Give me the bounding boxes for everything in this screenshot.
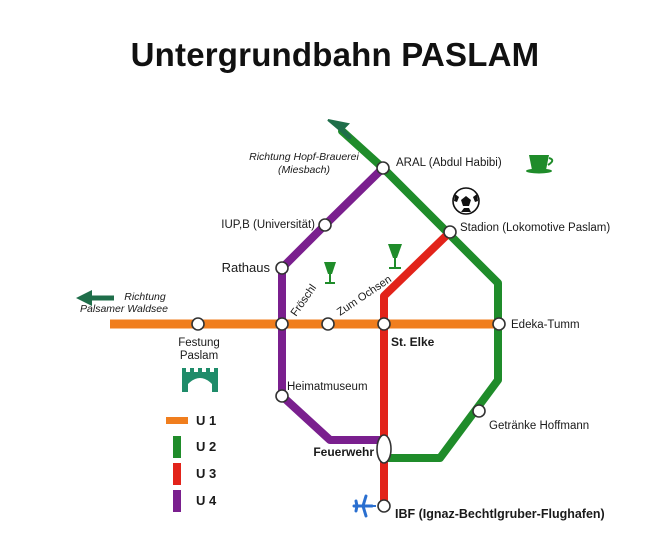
legend-label-u1: U 1 bbox=[196, 413, 216, 428]
legend-label-u4: U 4 bbox=[196, 493, 217, 508]
legend-swatch-u4 bbox=[173, 490, 181, 512]
station-label-iup: IUP,B (Universität) bbox=[221, 219, 315, 231]
station-rathaus[interactable] bbox=[275, 261, 289, 275]
legend-swatch-u2 bbox=[173, 436, 181, 458]
station-label-heimatmuseum: Heimatmuseum bbox=[287, 381, 368, 393]
direction-label-hopf: Richtung Hopf-Brauerei bbox=[249, 151, 359, 163]
station-heimatmuseum[interactable] bbox=[275, 389, 289, 403]
direction-arrow-icon bbox=[76, 290, 114, 306]
station-label-froeschl: Fröschl bbox=[289, 282, 320, 318]
beer-glass-icon bbox=[388, 244, 402, 269]
station-label-st-elke: St. Elke bbox=[391, 335, 435, 349]
soccer-ball-icon bbox=[452, 187, 480, 215]
legend: U 1 U 2 U 3 U 4 bbox=[166, 413, 217, 512]
line-u3 bbox=[380, 229, 453, 506]
legend-label-u2: U 2 bbox=[196, 439, 216, 454]
station-label-feuerwehr: Feuerwehr bbox=[313, 445, 374, 459]
legend-swatch-u3 bbox=[173, 463, 181, 485]
beer-glass-icon bbox=[324, 262, 336, 284]
station-label-festung: Festung bbox=[178, 337, 220, 349]
page-title: Untergrundbahn PASLAM bbox=[130, 36, 540, 73]
legend-swatch-u1 bbox=[166, 417, 188, 424]
station-label-getraenke: Getränke Hoffmann bbox=[489, 420, 589, 432]
station-label-paslam: Paslam bbox=[180, 350, 218, 362]
direction-label-richtung: Richtung bbox=[124, 291, 166, 303]
station-aral[interactable] bbox=[376, 161, 390, 175]
coffee-cup-icon bbox=[526, 155, 554, 174]
station-label-ibf: IBF (Ignaz-Bechtlgruber-Flughafen) bbox=[395, 507, 605, 521]
direction-labels: Richtung Hopf-Brauerei (Miesbach) Richtu… bbox=[80, 151, 359, 315]
station-feuerwehr[interactable] bbox=[376, 434, 392, 464]
station-label-edeka: Edeka-Tumm bbox=[511, 319, 580, 331]
station-labels: ARAL (Abdul Habibi) IUP,B (Universität) … bbox=[178, 157, 610, 521]
station-festung[interactable] bbox=[191, 317, 205, 331]
line-u4 bbox=[278, 165, 386, 444]
station-edeka[interactable] bbox=[492, 317, 506, 331]
station-label-rathaus: Rathaus bbox=[222, 260, 271, 275]
station-stadion[interactable] bbox=[443, 225, 457, 239]
station-zum-ochsen[interactable] bbox=[321, 317, 335, 331]
station-label-stadion: Stadion (Lokomotive Paslam) bbox=[460, 222, 610, 234]
station-ibf[interactable] bbox=[377, 499, 391, 513]
castle-gate-icon bbox=[182, 368, 218, 392]
legend-label-u3: U 3 bbox=[196, 466, 216, 481]
direction-label-miesbach: (Miesbach) bbox=[278, 164, 330, 176]
direction-label-waldsee: Palsamer Waldsee bbox=[80, 303, 168, 315]
station-st-elke[interactable] bbox=[377, 317, 391, 331]
station-iup[interactable] bbox=[318, 218, 332, 232]
station-getraenke[interactable] bbox=[472, 404, 486, 418]
station-froeschl[interactable] bbox=[275, 317, 289, 331]
station-label-aral: ARAL (Abdul Habibi) bbox=[396, 157, 502, 169]
station-markers bbox=[191, 161, 506, 513]
airplane-icon bbox=[352, 494, 376, 518]
